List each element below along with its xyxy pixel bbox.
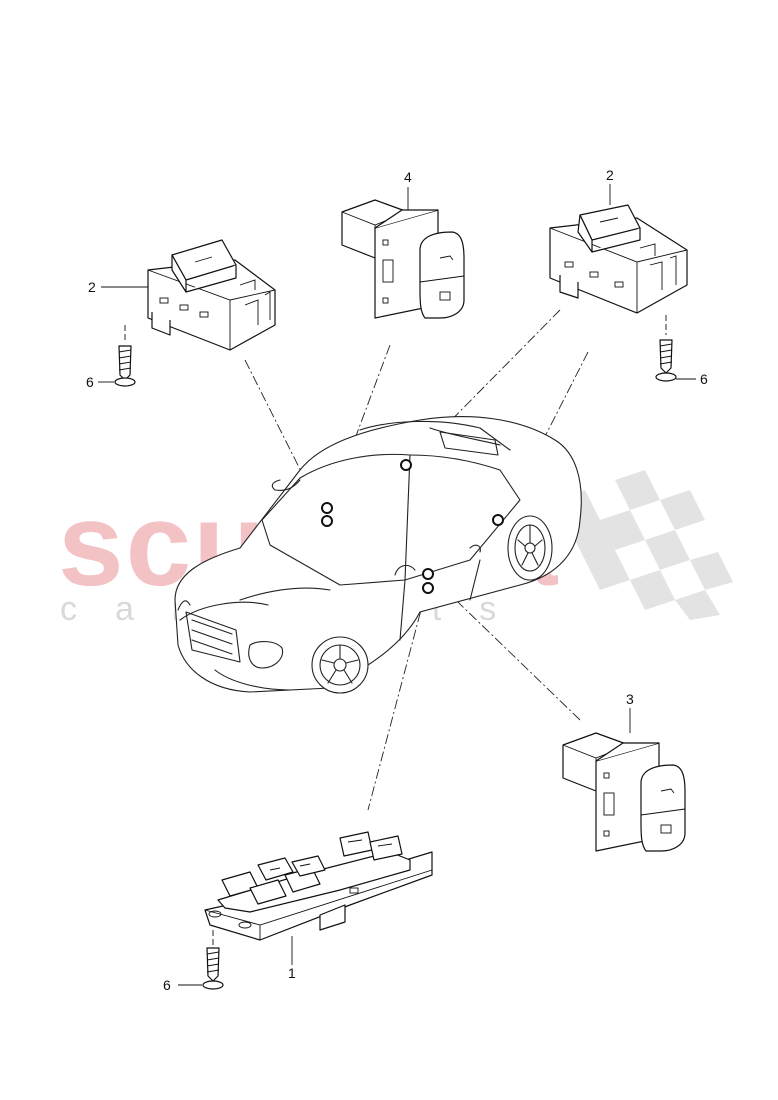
marker-front-left-upper xyxy=(321,502,333,514)
part-2-left-window-switch xyxy=(147,239,276,351)
part-4-roof-switch xyxy=(341,199,465,319)
car-illustration xyxy=(174,416,582,694)
callout-part-2-left: 2 xyxy=(88,279,96,295)
callout-part-3: 3 xyxy=(626,691,634,707)
callout-part-6-right: 6 xyxy=(700,371,708,387)
part-1-window-switch-panel xyxy=(204,831,433,941)
callout-part-4: 4 xyxy=(404,169,412,185)
callout-part-2-right: 2 xyxy=(606,167,614,183)
marker-front-left-lower xyxy=(321,515,333,527)
callout-part-6-left: 6 xyxy=(86,374,94,390)
location-markers xyxy=(321,459,504,594)
part-6-left-screw xyxy=(114,325,136,387)
checkered-flag-icon xyxy=(555,470,733,620)
callout-part-1: 1 xyxy=(288,965,296,981)
part-2-right-window-switch xyxy=(549,204,688,314)
callout-part-6-bottom: 6 xyxy=(163,977,171,993)
part-3-switch xyxy=(562,732,686,852)
part-6-right-screw xyxy=(655,315,677,382)
marker-roof-switch xyxy=(400,459,412,471)
part-6-bottom-screw xyxy=(202,930,224,990)
marker-rear-right xyxy=(492,514,504,526)
marker-door-lower xyxy=(422,582,434,594)
marker-door-upper xyxy=(422,568,434,580)
